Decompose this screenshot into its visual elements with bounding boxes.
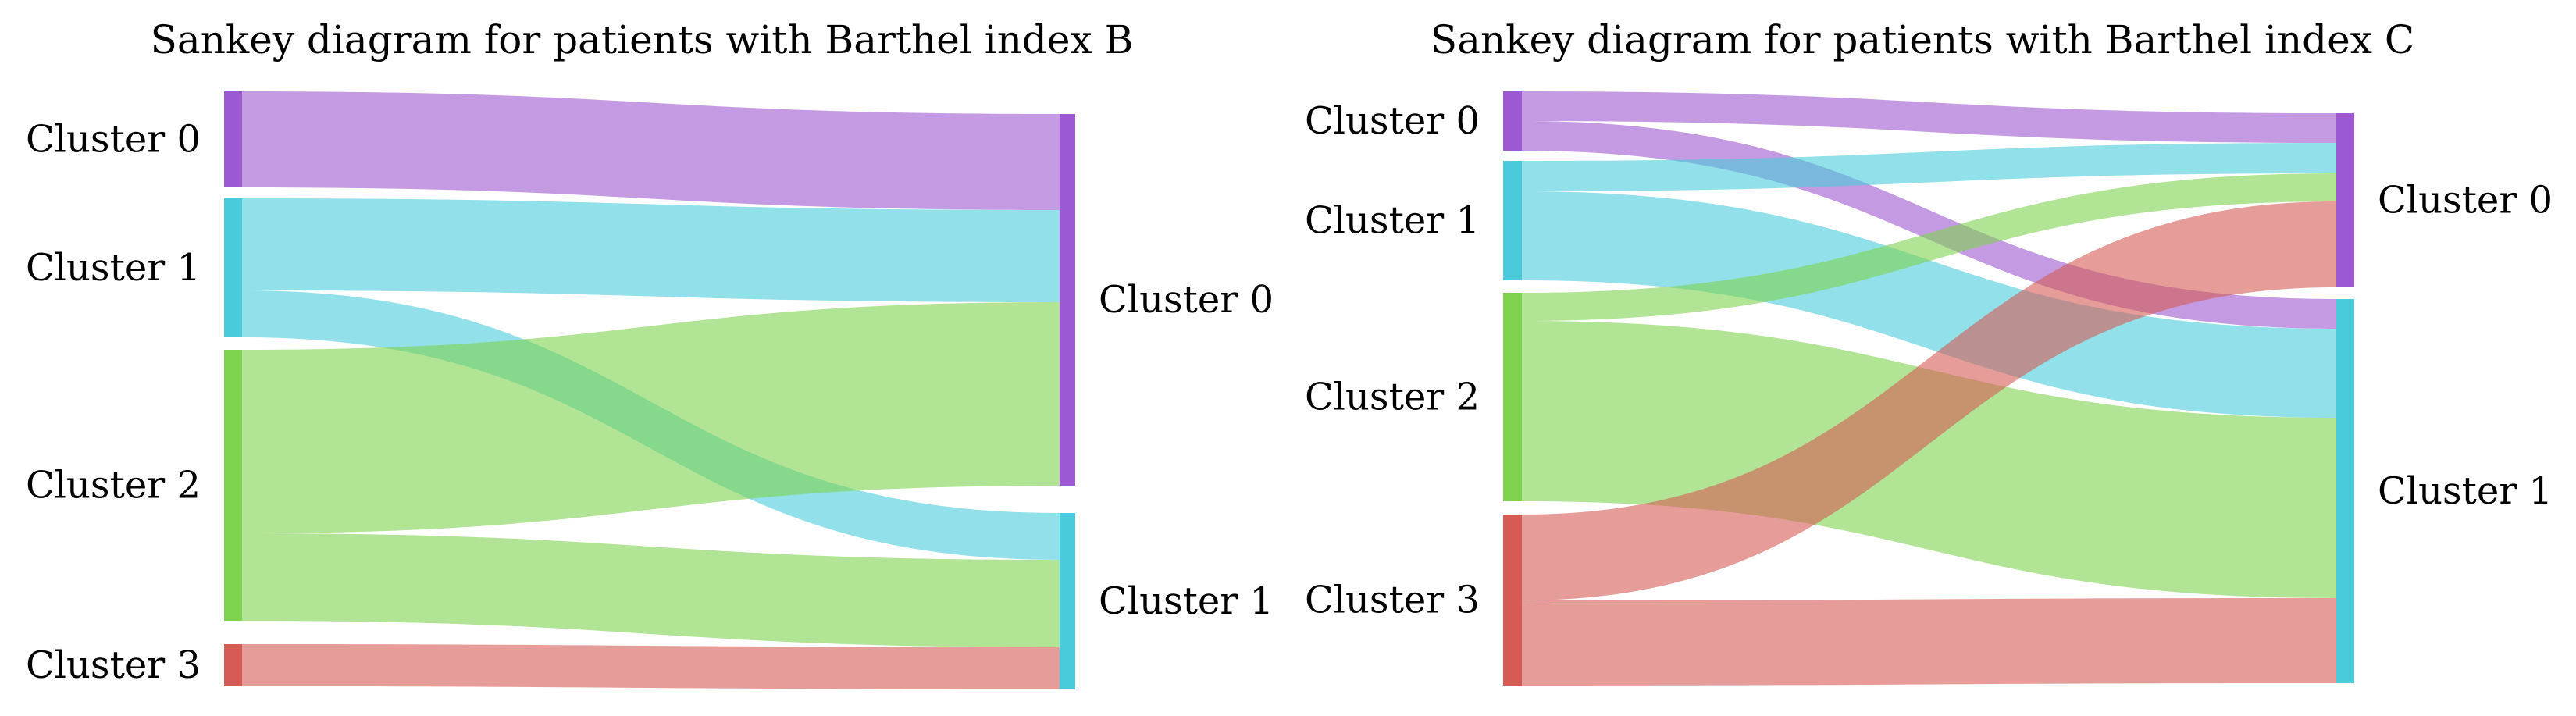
source-label-b-2: Cluster 2 — [26, 464, 201, 508]
flow-b-src0-to-cluster0 — [242, 91, 1060, 210]
target-label-b-1: Cluster 1 — [1099, 579, 1274, 623]
flow-b-src2-to-cluster0 — [242, 302, 1060, 533]
target-label-c-1: Cluster 1 — [2378, 469, 2553, 513]
source-node-c-2 — [1503, 293, 1522, 501]
source-label-c-3: Cluster 3 — [1305, 579, 1480, 622]
flow-b-src1-to-cluster0 — [242, 198, 1060, 302]
target-node-b-0 — [1060, 114, 1075, 486]
flows — [1522, 91, 2336, 686]
source-node-b-0 — [224, 91, 242, 187]
source-node-b-1 — [224, 198, 242, 337]
sankey-diagram-c: Cluster 0 Cluster 1 Cluster 2 Cluster 3 Clus… — [1305, 17, 2553, 686]
source-label-b-3: Cluster 3 — [26, 643, 201, 687]
source-node-c-3 — [1503, 515, 1522, 686]
source-node-c-1 — [1503, 161, 1522, 280]
target-label-b-0: Cluster 0 — [1099, 278, 1274, 322]
flow-c-src3-to-cluster1 — [1522, 598, 2336, 686]
flows — [242, 91, 1060, 689]
flow-b-src3-to-cluster1 — [242, 644, 1060, 689]
flow-c-src2-to-cluster1 — [1522, 321, 2336, 598]
source-node-b-3 — [224, 644, 242, 686]
sankey-diagram-b: Cluster 0 Cluster 1 Cluster 2 Cluster 3 Clus… — [26, 17, 1274, 689]
source-label-b-1: Cluster 1 — [26, 246, 201, 290]
flow-c-src0-to-cluster0 — [1522, 91, 2336, 143]
source-node-c-0 — [1503, 91, 1522, 151]
source-label-b-0: Cluster 0 — [26, 118, 201, 162]
source-label-c-1: Cluster 1 — [1305, 199, 1480, 243]
source-label-c-0: Cluster 0 — [1305, 99, 1480, 143]
target-label-c-0: Cluster 0 — [2378, 179, 2553, 223]
flow-c-src2-to-cluster0 — [1522, 173, 2336, 321]
target-node-c-0 — [2336, 113, 2354, 287]
chart-title-c: Sankey diagram for patients with Barthel… — [1431, 17, 2414, 62]
target-node-c-1 — [2336, 299, 2354, 683]
source-label-c-2: Cluster 2 — [1305, 376, 1480, 419]
flow-c-src1-to-cluster0 — [1522, 143, 2336, 191]
source-node-b-2 — [224, 350, 242, 621]
target-node-b-1 — [1060, 513, 1075, 689]
flow-c-src0-to-cluster1 — [1522, 121, 2336, 329]
flow-b-src2-to-cluster1 — [242, 533, 1060, 647]
flow-c-src3-to-cluster0 — [1522, 201, 2336, 600]
chart-title-b: Sankey diagram for patients with Barthel… — [151, 17, 1134, 62]
flow-c-src1-to-cluster1 — [1522, 191, 2336, 418]
